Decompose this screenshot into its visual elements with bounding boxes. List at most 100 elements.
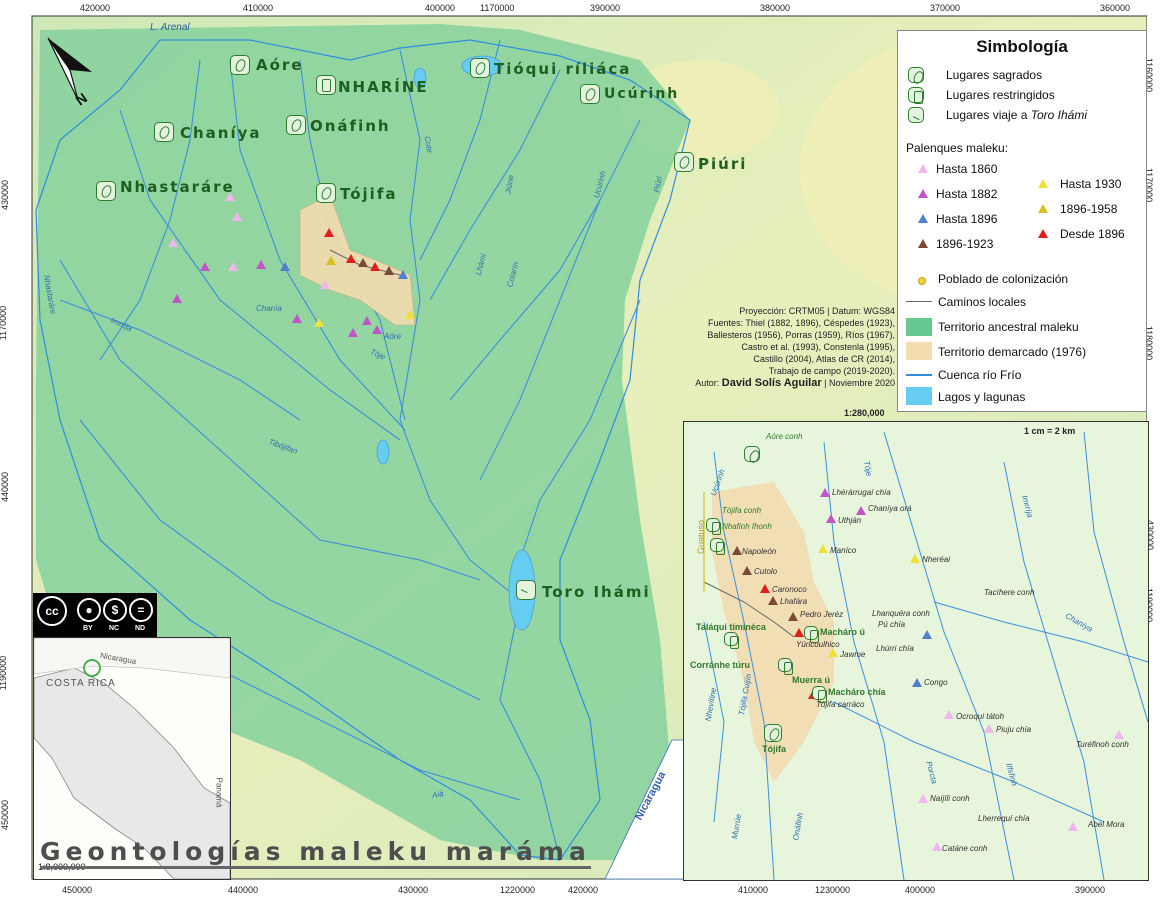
- place-label: Nhastaráre: [120, 178, 235, 196]
- legend-territorio-demarcado: Territorio demarcado (1976): [938, 345, 1087, 359]
- top-tick: 380000: [760, 3, 791, 13]
- inset-label: Piuju chía: [996, 725, 1032, 734]
- credits-sources: Trabajo de campo (2019-2020).: [768, 366, 895, 376]
- inset-site-label: Taláqui tíminéca: [696, 622, 766, 632]
- palenque-1896-1923-icon: [732, 546, 742, 555]
- palenque-1896-1923-icon: [742, 566, 752, 575]
- inset-label: Naíjíli conh: [930, 794, 970, 803]
- inset-label: Tacíhere conh: [984, 588, 1035, 597]
- credits-author: Autor: David Solís Aguilar | Noviembre 2…: [625, 377, 895, 389]
- bottom-tick: 400000: [905, 885, 936, 895]
- inset-site-label: Macháro ú: [820, 627, 866, 637]
- inset-river: [1003, 461, 1105, 880]
- left-tick: 430000: [0, 179, 11, 211]
- top-tick: 1170000: [480, 3, 515, 13]
- palenque-1930-icon: [1038, 179, 1048, 188]
- palenque-1882-icon: [292, 314, 302, 323]
- palenque-1896-1923-icon: [918, 239, 928, 248]
- top-tick: 400000: [425, 3, 456, 13]
- journey-place-icon: [908, 107, 924, 123]
- palenque-1896-1923-icon: [788, 612, 798, 621]
- inset-label: Nhafinh Ihonh: [722, 522, 772, 531]
- palenque-1896-1923-icon: [384, 266, 394, 275]
- inset-guatuso-label: Guatuso: [696, 519, 707, 555]
- inset-label: Pú chía: [878, 620, 906, 629]
- palenque-desde-1896-icon: [346, 254, 356, 263]
- sacred-place-icon: [764, 724, 782, 742]
- license-by: BY: [83, 625, 93, 632]
- legend-1896-1958: 1896-1958: [1060, 202, 1118, 216]
- river-network: [59, 39, 641, 861]
- lakes-swatch: [906, 387, 932, 405]
- palenque-1882-icon: [200, 262, 210, 271]
- inset-drawing: [703, 431, 1148, 880]
- place-label: Ucúrinh: [604, 86, 680, 102]
- river-tributary: [519, 299, 641, 561]
- river-tributary: [59, 299, 301, 421]
- inset-road: [703, 581, 795, 638]
- road-line-icon: [906, 301, 932, 302]
- top-tick: 360000: [1100, 3, 1131, 13]
- map-title: Geontologías maleku maráma: [40, 837, 591, 869]
- palenque-1930-icon: [405, 310, 415, 319]
- inset-label: Lhanquéra conh: [872, 609, 930, 618]
- credits-sources: Castro et al. (1993), Constenla (1995),: [741, 342, 895, 352]
- license-badge: cc ● $ = BY NC ND: [33, 593, 157, 637]
- palenque-desde-1896-icon: [760, 584, 770, 593]
- map-scale: 1:280,000: [844, 408, 885, 418]
- legend-journey-text: Lugares viaje a: [946, 108, 1031, 122]
- top-tick: 390000: [590, 3, 621, 13]
- credits-sources: Ballesteros (1956), Porras (1959), Ríos …: [707, 330, 895, 340]
- palenque-1860-icon: [228, 262, 238, 271]
- palenque-1860-icon: [1114, 730, 1124, 739]
- inset-label: Lhérárrugaí chía: [832, 488, 891, 497]
- sacred-place-icon: [286, 115, 306, 135]
- license-nd: ND: [135, 625, 146, 632]
- inset-demarcated-territory: [712, 482, 834, 782]
- inset-label: Caronoco: [772, 585, 807, 594]
- inset-river: [833, 701, 1105, 823]
- palenque-1860-icon: [320, 280, 330, 289]
- legend-hasta-1930: Hasta 1930: [1060, 177, 1122, 191]
- place-label: Toro Ihámi: [542, 583, 651, 601]
- palenque-1896-icon: [918, 214, 928, 223]
- palenque-1896-1923-icon: [768, 596, 778, 605]
- inset-site-label: Macháro chía: [828, 687, 886, 697]
- restricted-place-icon: [706, 518, 721, 535]
- lake: [413, 67, 427, 89]
- sacred-place-icon: [674, 152, 694, 172]
- inset-label: Catáne conh: [942, 844, 988, 853]
- svg-text:N: N: [73, 90, 90, 109]
- palenque-1882-icon: [372, 325, 382, 334]
- sacred-place-icon: [908, 67, 924, 83]
- bottom-tick: 430000: [398, 885, 429, 895]
- palenque-1882-icon: [826, 514, 836, 523]
- palenque-1896-icon: [280, 262, 290, 271]
- bottom-tick: 1220000: [500, 885, 536, 895]
- place-label: Aóre: [256, 56, 304, 74]
- inset-river: [933, 601, 1148, 663]
- left-tick: 440000: [0, 471, 11, 503]
- top-tick: 420000: [80, 3, 111, 13]
- inset-site-label: Corránhe túru: [690, 660, 751, 670]
- river-tributary: [479, 199, 601, 481]
- inset-site-label: Muerra ú: [792, 675, 831, 685]
- credits-sources: Castillo (2004), Atlas de CR (2014),: [753, 354, 895, 364]
- north-arrow-icon: N: [47, 37, 92, 109]
- restricted-place-icon: [804, 626, 819, 643]
- inset-river: [823, 441, 905, 880]
- inset-label: Turéfinoh conh: [1076, 740, 1129, 749]
- legend-caminos: Caminos locales: [938, 295, 1027, 309]
- noncommercial-icon: $: [103, 598, 127, 622]
- locator-country: COSTA RICA: [46, 678, 116, 689]
- inset-label: Abel Mora: [1088, 820, 1125, 829]
- palenque-desde-1896-icon: [370, 262, 380, 271]
- place-label: Chaníya: [180, 124, 262, 142]
- legend-restricted: Lugares restringidos: [946, 88, 1055, 102]
- restricted-place-icon: [778, 658, 793, 675]
- palenque-desde-1896-icon: [1038, 229, 1048, 238]
- inset-label: Tójifa conh: [722, 506, 762, 515]
- restricted-place-icon: [316, 75, 336, 95]
- river-main: [399, 49, 561, 861]
